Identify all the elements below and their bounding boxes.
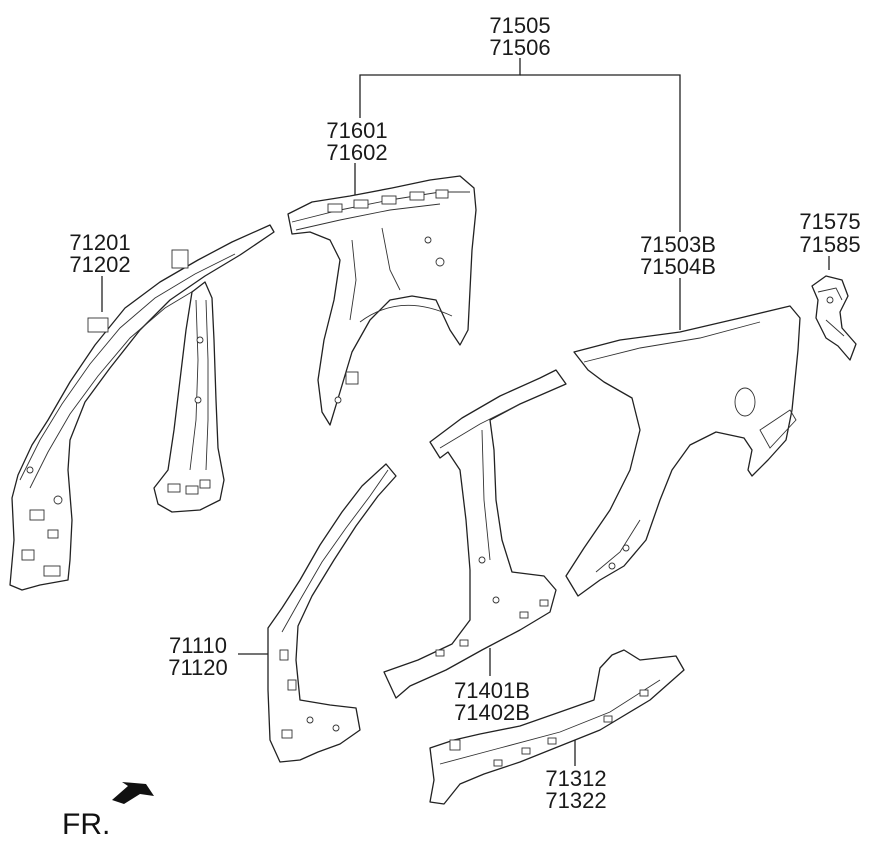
label-71585: 71585 (799, 232, 860, 257)
bracket-part (811, 275, 857, 361)
part-labels: 71505 71506 71601 71602 71201 71202 7150… (69, 13, 860, 813)
label-71575: 71575 (799, 209, 860, 234)
label-71110: 71110 (169, 633, 227, 658)
label-71201: 71201 (69, 230, 130, 255)
label-71503B: 71503B (640, 232, 716, 257)
label-71202: 71202 (69, 252, 130, 277)
label-71312: 71312 (545, 766, 606, 791)
label-71402B: 71402B (454, 700, 530, 725)
inner-rear-quarter-part (287, 175, 477, 426)
label-71506: 71506 (489, 35, 550, 60)
inner-center-pillar-part (153, 281, 225, 513)
outer-center-pillar-part (383, 369, 567, 699)
outer-front-pillar-part (267, 463, 397, 763)
label-71322: 71322 (545, 788, 606, 813)
label-71504B: 71504B (640, 254, 716, 279)
front-direction-label: FR. (62, 808, 110, 841)
side-sill-part (429, 649, 685, 805)
quarter-outer-panel-part (565, 305, 801, 597)
label-71401B: 71401B (454, 678, 530, 703)
front-arrow-icon (112, 782, 154, 804)
leader-lines (101, 58, 830, 766)
label-71505: 71505 (489, 13, 550, 38)
inner-front-pillar-part (9, 224, 275, 591)
label-71602: 71602 (326, 140, 387, 165)
label-71120: 71120 (168, 655, 228, 680)
front-direction-indicator: FR. (62, 782, 154, 841)
label-71601: 71601 (326, 118, 387, 143)
